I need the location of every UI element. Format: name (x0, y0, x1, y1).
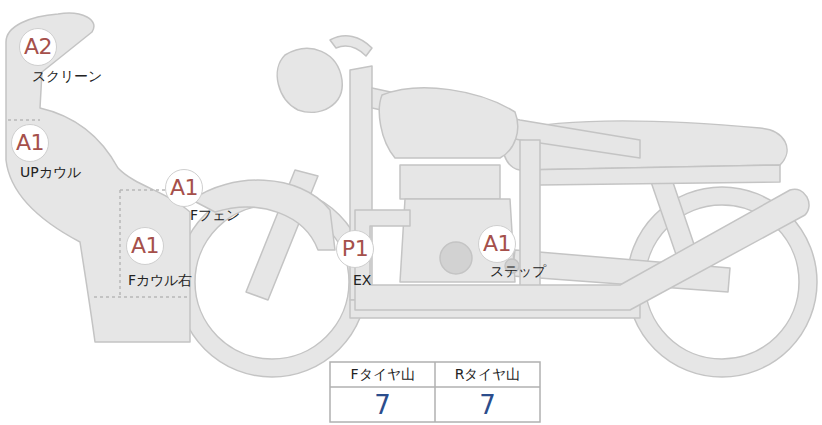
callout-code: A1 (131, 235, 159, 257)
table-value: 7 (374, 390, 391, 420)
table-header: Rタイヤ山 (455, 366, 521, 384)
callout-node: P1EX (336, 230, 374, 268)
callout-code: A1 (170, 177, 198, 199)
part-name: Fカウル右 (128, 272, 192, 288)
table-header: Fタイヤ山 (350, 366, 414, 384)
part-name: スクリーン (32, 68, 102, 84)
tread-table (330, 362, 540, 422)
callout-code: A1 (483, 233, 511, 255)
callout-node: A1Fカウル右 (126, 227, 164, 265)
table-value: 7 (479, 390, 496, 420)
callout-circle: A1 (478, 225, 516, 263)
callout-code: A1 (16, 132, 44, 154)
callout-circle: A1 (165, 169, 203, 207)
callout-code: P1 (342, 238, 368, 260)
callout-node: A1Fフェン (165, 169, 203, 207)
callout-circle: A1 (11, 124, 49, 162)
callout-circle: A1 (126, 227, 164, 265)
callout-circle: P1 (336, 230, 374, 268)
part-name: UPカウル (20, 164, 81, 180)
callout-node: A1ステップ (478, 225, 516, 263)
callout-circle: A2 (19, 28, 57, 66)
part-name: EX (353, 272, 371, 288)
callout-node: A1UPカウル (11, 124, 49, 162)
part-name: Fフェン (190, 207, 240, 223)
callout-code: A2 (24, 36, 52, 58)
callout-node: A2スクリーン (19, 28, 57, 66)
part-name: ステップ (490, 263, 546, 279)
